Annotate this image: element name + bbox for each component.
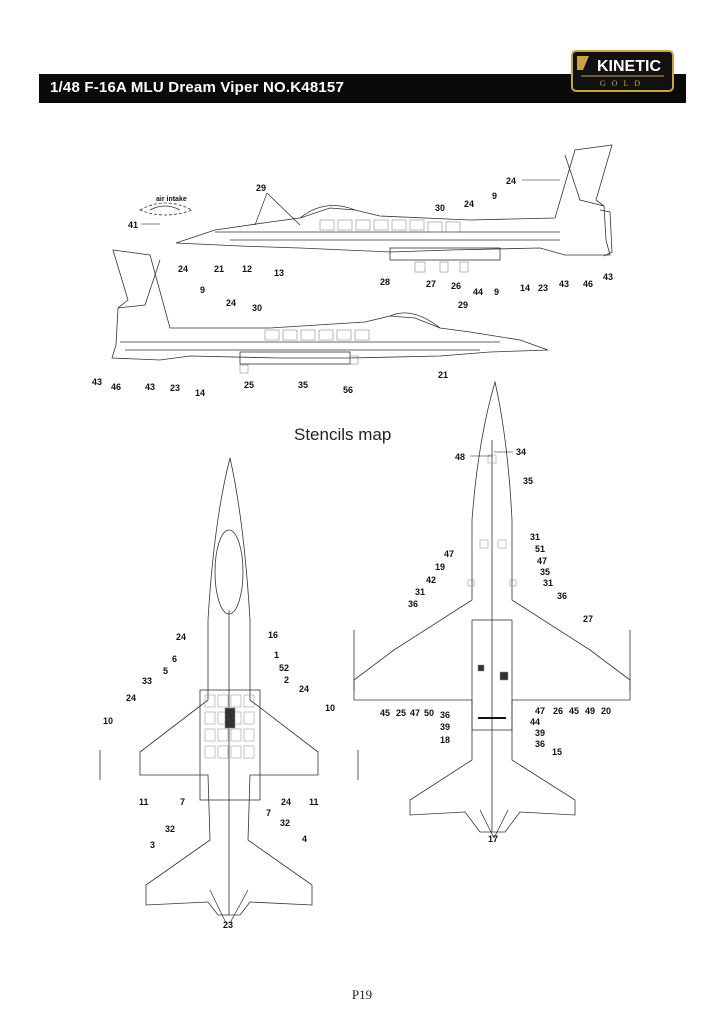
callout: 39 bbox=[535, 728, 546, 738]
callout: 25 bbox=[244, 380, 255, 390]
callout: 17 bbox=[488, 834, 499, 844]
callout: 9 bbox=[494, 287, 500, 297]
stencils-map-title: Stencils map bbox=[294, 425, 392, 444]
callout: 31 bbox=[543, 578, 554, 588]
callout: 21 bbox=[214, 264, 225, 274]
top-view bbox=[99, 457, 359, 916]
callout: 47 bbox=[537, 556, 548, 566]
callout: 39 bbox=[440, 722, 451, 732]
air-intake-label: air intake bbox=[156, 196, 187, 203]
callout: 10 bbox=[325, 703, 336, 713]
callout: 34 bbox=[516, 447, 527, 457]
callout: 23 bbox=[170, 383, 181, 393]
callout: 24 bbox=[281, 797, 292, 807]
callout: 44 bbox=[530, 717, 541, 727]
callout: 36 bbox=[557, 591, 568, 601]
callout: 31 bbox=[530, 532, 541, 542]
side-view-bottom bbox=[111, 249, 549, 374]
callout: 48 bbox=[455, 452, 466, 462]
callout: 19 bbox=[435, 562, 446, 572]
callout: 49 bbox=[585, 706, 596, 716]
callout: 51 bbox=[535, 544, 546, 554]
callout: 11 bbox=[139, 797, 149, 807]
callout: 3 bbox=[150, 840, 156, 850]
callout: 2 bbox=[284, 675, 290, 685]
callout: 35 bbox=[523, 476, 534, 486]
callout: 35 bbox=[298, 380, 309, 390]
callout: 27 bbox=[426, 279, 437, 289]
callout: 45 bbox=[569, 706, 580, 716]
callout: 1 bbox=[274, 650, 280, 660]
callout: 45 bbox=[380, 708, 391, 718]
callout: 10 bbox=[103, 716, 114, 726]
callout: 43 bbox=[559, 279, 570, 289]
svg-text:KINETIC: KINETIC bbox=[597, 58, 661, 75]
callout: 43 bbox=[603, 272, 614, 282]
callout: 4 bbox=[302, 834, 308, 844]
callout: 32 bbox=[165, 824, 176, 834]
callout: 24 bbox=[299, 684, 310, 694]
callout: 7 bbox=[266, 808, 272, 818]
callout: 13 bbox=[274, 268, 285, 278]
page-title: 1/48 F-16A MLU Dream Viper NO.K48157 bbox=[50, 79, 344, 96]
callout: 46 bbox=[583, 279, 594, 289]
callout: 24 bbox=[176, 632, 187, 642]
callout: 56 bbox=[343, 385, 354, 395]
callout: 50 bbox=[424, 708, 435, 718]
callout: 24 bbox=[506, 176, 517, 186]
callout: 36 bbox=[408, 599, 419, 609]
callout: 29 bbox=[256, 183, 267, 193]
callout: 26 bbox=[553, 706, 564, 716]
callout: 23 bbox=[538, 283, 549, 293]
callout: 24 bbox=[178, 264, 189, 274]
callout: 47 bbox=[410, 708, 421, 718]
callout: 36 bbox=[535, 739, 546, 749]
callout: 44 bbox=[473, 287, 484, 297]
callout: 12 bbox=[242, 264, 253, 274]
callout: 47 bbox=[444, 549, 455, 559]
callout: 29 bbox=[458, 300, 469, 310]
callout: 24 bbox=[464, 199, 475, 209]
page-number: P19 bbox=[351, 987, 373, 1002]
callout: 26 bbox=[451, 281, 462, 291]
callout: 43 bbox=[92, 377, 103, 387]
callout: 9 bbox=[200, 285, 206, 295]
callout: 46 bbox=[111, 382, 122, 392]
callout: 47 bbox=[535, 706, 546, 716]
callout: 33 bbox=[142, 676, 153, 686]
callout: 23 bbox=[223, 920, 234, 930]
callout: 42 bbox=[426, 575, 437, 585]
callout: 18 bbox=[440, 735, 451, 745]
callout: 11 bbox=[309, 797, 319, 807]
kinetic-gold-logo: KINETIC GOLD bbox=[571, 50, 674, 92]
callout: 41 bbox=[128, 220, 139, 230]
side-view-top bbox=[139, 144, 613, 273]
callout: 16 bbox=[268, 630, 279, 640]
svg-text:GOLD: GOLD bbox=[600, 79, 646, 88]
callout: 24 bbox=[226, 298, 237, 308]
callout: 32 bbox=[280, 818, 291, 828]
callout: 43 bbox=[145, 382, 156, 392]
callout: 14 bbox=[195, 388, 206, 398]
callout: 6 bbox=[172, 654, 178, 664]
callout: 36 bbox=[440, 710, 451, 720]
callout: 15 bbox=[552, 747, 563, 757]
callout: 20 bbox=[601, 706, 612, 716]
callout: 30 bbox=[252, 303, 263, 313]
callout: 21 bbox=[438, 370, 449, 380]
callout: 7 bbox=[180, 797, 186, 807]
callout: 9 bbox=[492, 191, 498, 201]
callout: 31 bbox=[415, 587, 426, 597]
callout: 35 bbox=[540, 567, 551, 577]
bottom-view bbox=[353, 381, 631, 833]
callout: 30 bbox=[435, 203, 446, 213]
callout: 5 bbox=[163, 666, 169, 676]
callout: 52 bbox=[279, 663, 290, 673]
callout: 28 bbox=[380, 277, 391, 287]
callout: 24 bbox=[126, 693, 137, 703]
callout: 14 bbox=[520, 283, 531, 293]
callout: 25 bbox=[396, 708, 407, 718]
callout: 27 bbox=[583, 614, 594, 624]
